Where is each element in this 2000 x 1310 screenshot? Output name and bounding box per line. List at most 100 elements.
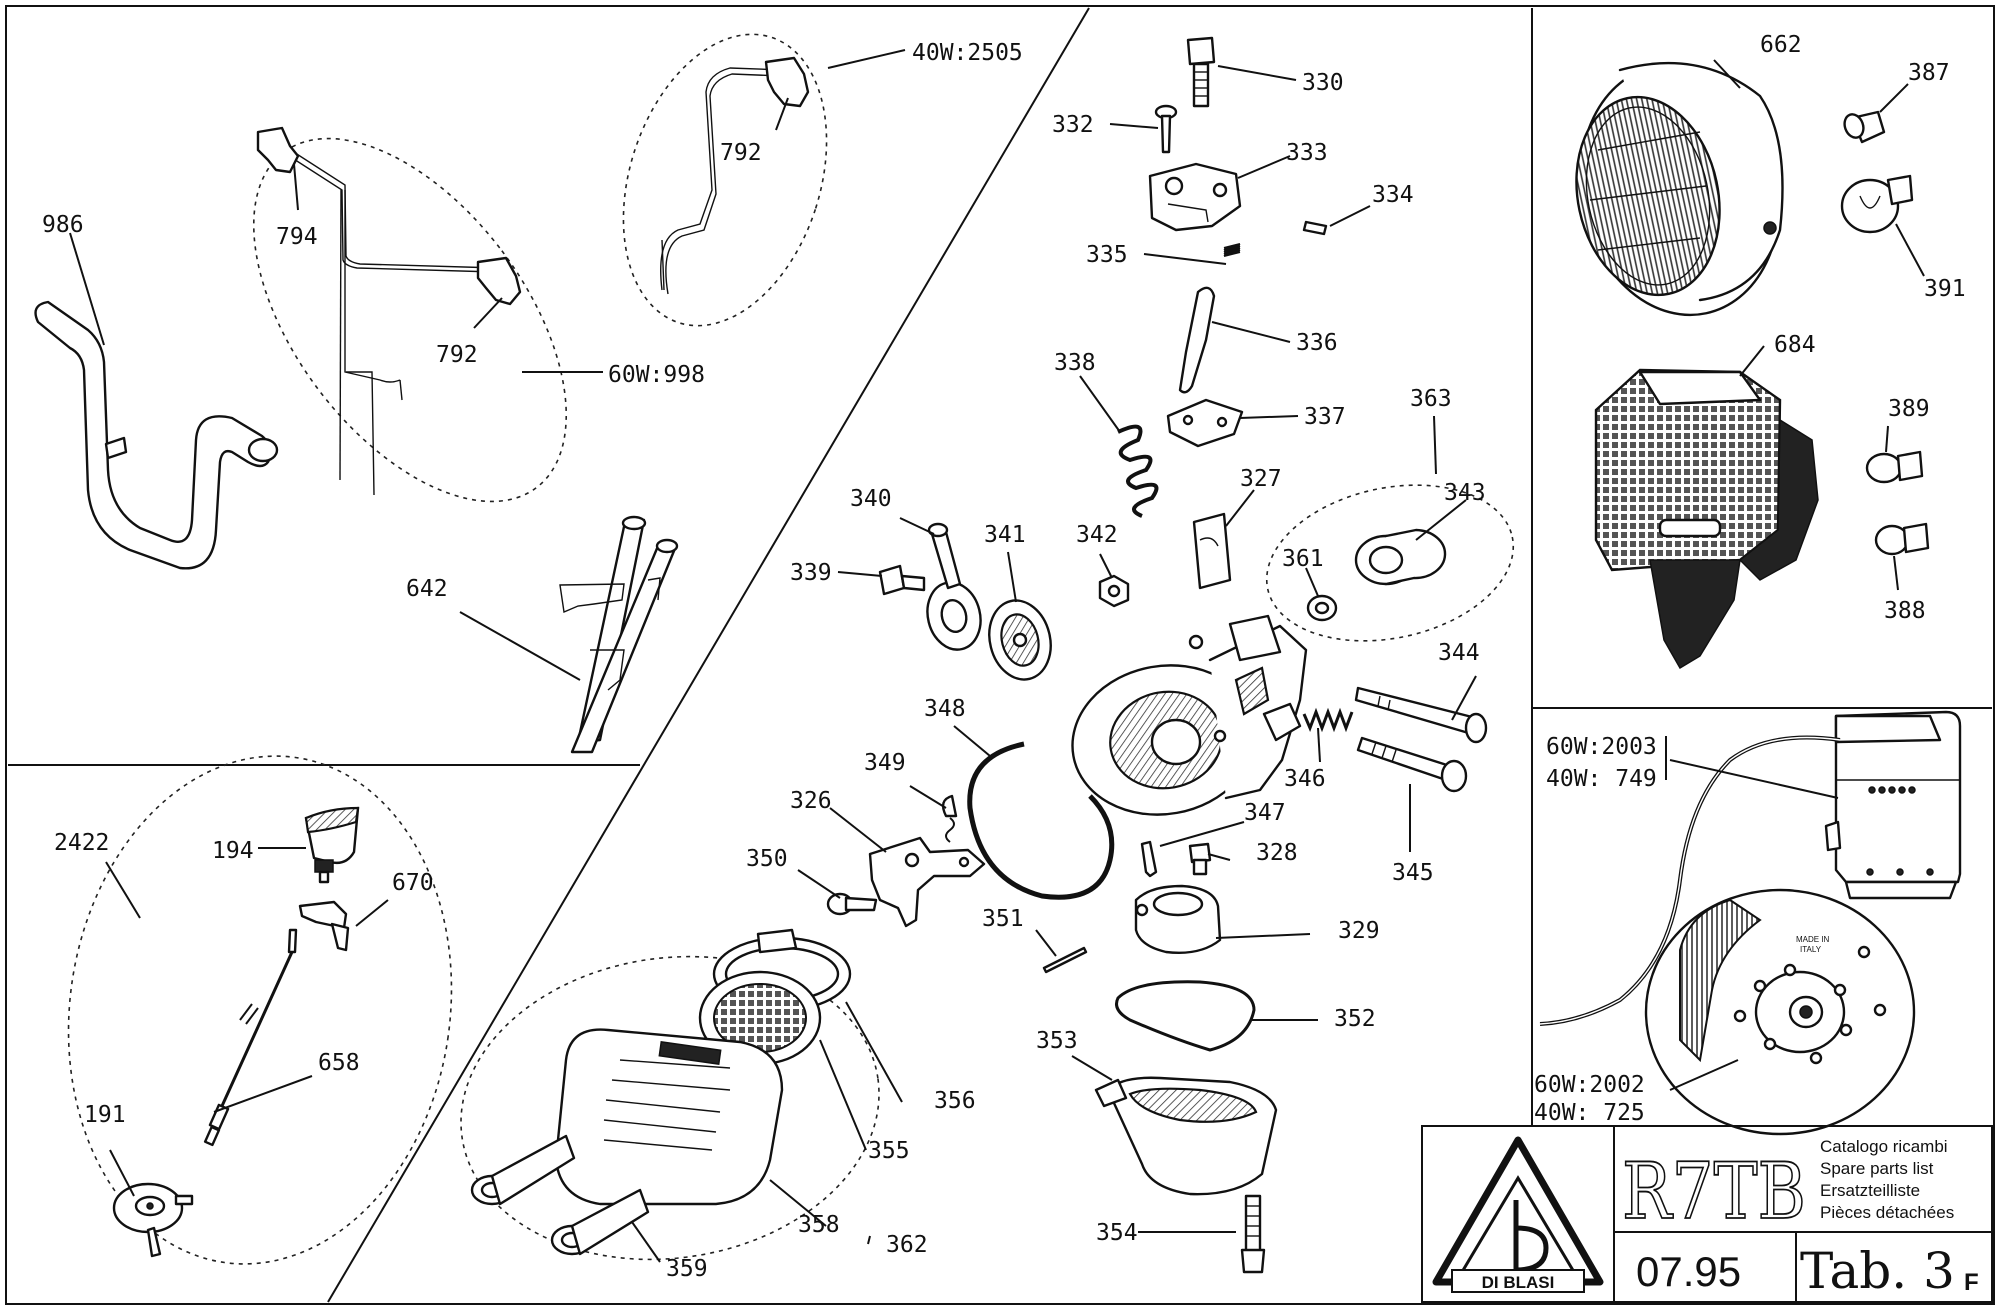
di-blasi-logo: DI BLASI	[1432, 1136, 1604, 1293]
callout-340: 340	[850, 486, 892, 512]
callout-328: 328	[1256, 840, 1298, 866]
bracket-group	[826, 741, 1115, 928]
carburettor-callout-lines	[631, 65, 1477, 1263]
float-bowl-group	[1042, 884, 1278, 1274]
stator-marking-line-2: ITALY	[1800, 945, 1822, 954]
callout-348: 348	[924, 696, 966, 722]
logo-text: DI BLASI	[1482, 1273, 1555, 1292]
callout-40w-2505: 40W:2505	[912, 40, 1023, 66]
callout-356: 356	[934, 1088, 976, 1114]
callout-794: 794	[276, 224, 318, 250]
callout-684: 684	[1774, 332, 1816, 358]
callout-346: 346	[1284, 766, 1326, 792]
lights-callouts: 662 387 391 684 389 388	[1760, 32, 1966, 624]
ignition-callouts: 60W:2003 40W: 749 60W:2002 40W: 725	[1534, 734, 1657, 1126]
callout-350: 350	[746, 846, 788, 872]
body-group	[1071, 484, 1515, 878]
callout-391: 391	[1924, 276, 1966, 302]
carburettor-panel: 330 332 333 334 335 336 338 337 363 327 …	[460, 36, 1515, 1282]
stator-plate: MADE IN ITALY	[1644, 888, 1916, 1136]
catalog-line-de: Ersatzteilliste	[1820, 1181, 1920, 1200]
speedometer-panel: 2422 194 670 658 191	[54, 755, 453, 1265]
bracket-670	[298, 900, 350, 952]
catalog-line-fr: Pièces détachées	[1820, 1203, 1954, 1222]
callout-60w-998: 60W:998	[608, 362, 705, 388]
callout-351: 351	[982, 906, 1024, 932]
callout-662: 662	[1760, 32, 1802, 58]
table-suffix: F	[1964, 1269, 1979, 1296]
handlebar-callout-lines	[69, 49, 906, 681]
callout-333: 333	[1286, 140, 1328, 166]
bulb-387	[1843, 110, 1886, 144]
airbox-group	[460, 928, 880, 1261]
sheet-frame	[5, 5, 1995, 1305]
callout-986: 986	[42, 212, 84, 238]
callout-345: 345	[1392, 860, 1434, 886]
callout-60w-2003: 60W:2003	[1546, 734, 1657, 760]
callout-354: 354	[1096, 1220, 1138, 1246]
callout-335: 335	[1086, 242, 1128, 268]
speedometer-callouts: 2422 194 670 658 191	[54, 830, 434, 1128]
callout-388: 388	[1884, 598, 1926, 624]
callout-389: 389	[1888, 396, 1930, 422]
callout-342: 342	[1076, 522, 1118, 548]
callout-344: 344	[1438, 640, 1480, 666]
callout-642: 642	[406, 576, 448, 602]
callout-349: 349	[864, 750, 906, 776]
callout-343: 343	[1444, 480, 1486, 506]
callout-358: 358	[798, 1212, 840, 1238]
catalog-line-it: Catalogo ricambi	[1820, 1137, 1948, 1156]
bulb-391	[1840, 174, 1914, 234]
headlamp-662	[1575, 61, 1784, 317]
callout-670: 670	[392, 870, 434, 896]
top-cover-group	[1117, 36, 1328, 590]
callout-332: 332	[1052, 112, 1094, 138]
callout-359: 359	[666, 1256, 708, 1282]
callout-2422: 2422	[54, 830, 109, 856]
ignition-panel: MADE IN ITALY 60W:2003 40W: 749 60W:2002…	[1534, 710, 1962, 1136]
table-number: Tab. 3	[1800, 1242, 1955, 1300]
choke-group	[878, 522, 1130, 681]
ignition-callout-lines	[1665, 736, 1839, 1091]
callout-194: 194	[212, 838, 254, 864]
ignition-wire	[1539, 735, 1841, 1026]
speedometer-head-194	[304, 806, 360, 884]
callout-353: 353	[1036, 1028, 1078, 1054]
callout-341: 341	[984, 522, 1026, 548]
callout-355: 355	[868, 1138, 910, 1164]
callout-60w-2002: 60W:2002	[1534, 1072, 1645, 1098]
speedometer-callout-lines	[105, 847, 389, 1197]
callout-347: 347	[1244, 800, 1286, 826]
handlebar-panel: 986 794 792 60W:998 792 40W:2505 642	[34, 33, 1023, 754]
tail-lamp-684	[1594, 368, 1819, 670]
callout-329: 329	[1338, 918, 1380, 944]
handlebar-callouts: 986 794 792 60W:998 792 40W:2505 642	[42, 40, 1023, 602]
lights-callout-lines	[1713, 59, 1925, 591]
bulb-388	[1874, 522, 1930, 556]
callout-387: 387	[1908, 60, 1950, 86]
callout-330: 330	[1302, 70, 1344, 96]
carburettor-callouts: 330 332 333 334 335 336 338 337 363 327 …	[666, 70, 1486, 1282]
cdi-unit	[1824, 710, 1962, 900]
callout-40w-749: 40W: 749	[1546, 766, 1657, 792]
callout-362: 362	[886, 1232, 928, 1258]
catalog-line-en: Spare parts list	[1820, 1159, 1934, 1178]
stator-marking-line-1: MADE IN	[1796, 935, 1830, 944]
callout-40w-725: 40W: 725	[1534, 1100, 1645, 1126]
callout-339: 339	[790, 560, 832, 586]
callout-352: 352	[1334, 1006, 1376, 1032]
fork-tube-642	[559, 515, 679, 754]
callout-336: 336	[1296, 330, 1338, 356]
bulb-389	[1865, 450, 1924, 484]
speedometer-cable-658	[203, 928, 298, 1147]
callout-338: 338	[1054, 350, 1096, 376]
callout-792-lower: 792	[436, 342, 478, 368]
callout-337: 337	[1304, 404, 1346, 430]
callout-191: 191	[84, 1102, 126, 1128]
date-code: 07.95	[1636, 1248, 1741, 1295]
callout-792-upper: 792	[720, 140, 762, 166]
handlebar-986	[34, 300, 279, 570]
model-code: R7TB	[1622, 1147, 1806, 1237]
callout-361: 361	[1282, 546, 1324, 572]
